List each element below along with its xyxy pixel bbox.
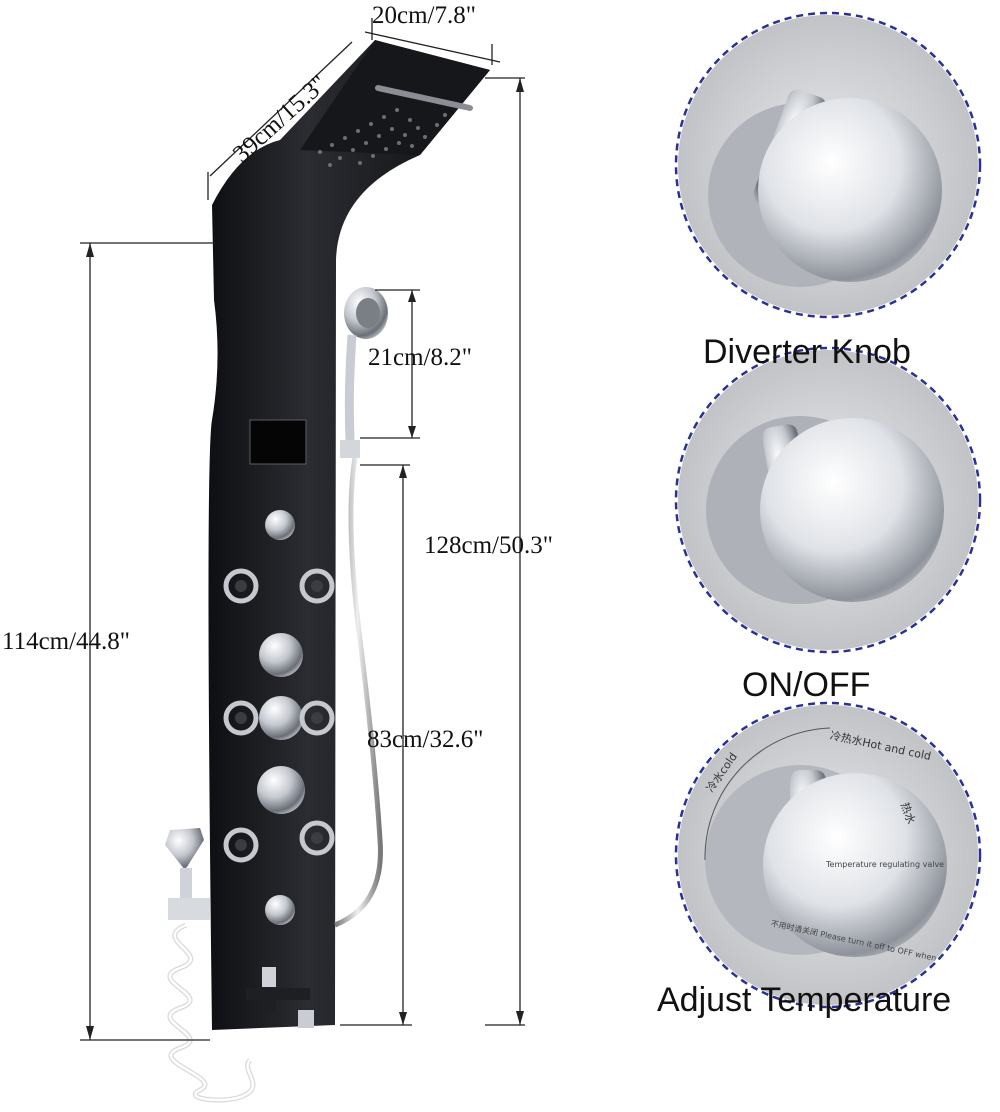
label-adjust-temperature: Adjust Temperature [657,981,952,1019]
valve-knob-bottom [265,895,295,925]
bidet-sprayer [165,828,210,920]
body-jet [223,700,259,736]
dimension-total-height: 128cm/50.3" [424,532,553,559]
diverter-knob [259,633,303,677]
temperature-knob [257,766,305,814]
panel-controls [223,510,335,925]
body-jet [299,820,335,856]
body-jet [223,827,259,863]
dimension-handshower-length: 21cm/8.2" [368,344,472,371]
dimension-top-width: 20cm/7.8" [372,2,476,29]
tub-spout [246,967,314,1028]
coiled-hose [167,922,256,1103]
valve-knob-top [265,510,295,540]
body-jet [299,700,335,736]
knob-detail-diverter [674,11,982,319]
hand-shower [340,287,388,458]
dimension-arrowheads [86,78,524,1040]
temperature-display [249,419,307,465]
body-jet [299,568,335,604]
on-off-knob [259,696,303,740]
rain-nozzles [318,108,447,167]
dimension-lines [80,18,525,1041]
shower-hose [334,457,383,928]
label-on-off: ON/OFF [742,666,871,704]
marking-dial-text: Temperature regulating valve [826,860,945,869]
knob-detail-temperature [674,701,982,1009]
dimension-hose-height: 83cm/32.6" [367,726,484,753]
label-diverter-knob: Diverter Knob [703,333,911,371]
knob-detail-onoff [674,346,982,654]
body-jet [223,568,259,604]
dimension-panel-height: 114cm/44.8" [2,628,131,655]
